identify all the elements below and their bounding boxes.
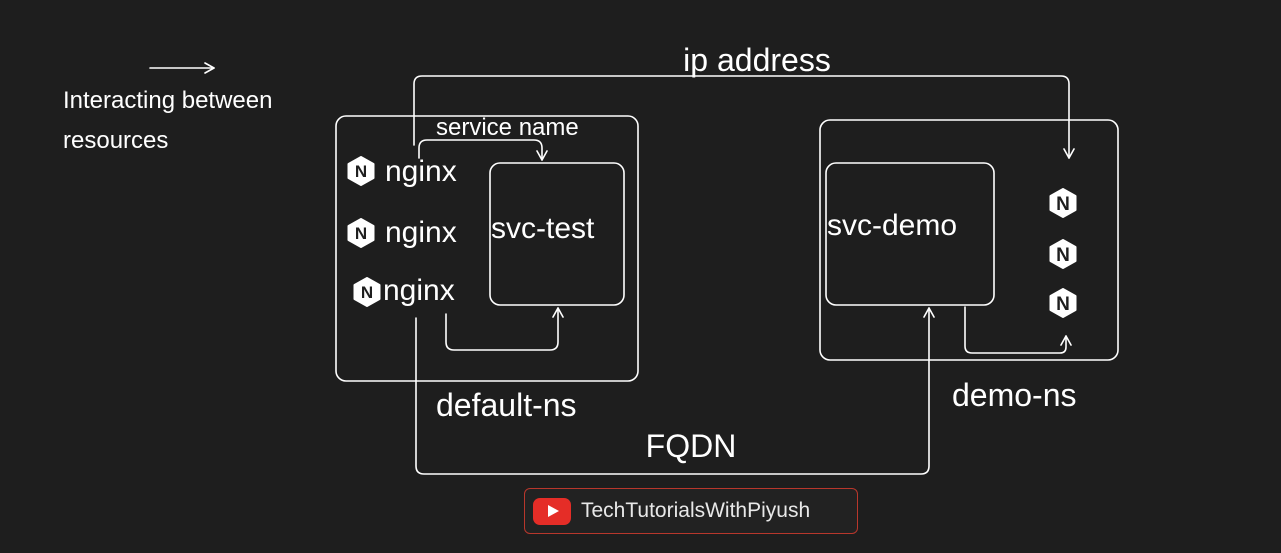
fqdn-connector (415, 307, 935, 475)
youtube-logo-icon (533, 497, 571, 525)
nginx-pod-2: N nginx (347, 216, 457, 249)
nginx-glyph: N (361, 283, 373, 302)
channel-watermark: TechTutorialsWithPiyush (524, 488, 858, 534)
ip-address-connector (413, 75, 1075, 159)
legend-line-1: Interacting between (63, 87, 272, 114)
default-ns-box (335, 115, 639, 382)
demo-nginx-pod-1: N (1049, 188, 1077, 218)
nginx-glyph: N (355, 224, 367, 243)
svc-test-box (489, 162, 625, 306)
nginx-label: nginx (383, 274, 455, 307)
nginx-glyph: N (1056, 245, 1070, 266)
demo-ns-label: demo-ns (952, 377, 1077, 413)
nginx-pod-3: N nginx (353, 274, 455, 307)
channel-name: TechTutorialsWithPiyush (581, 499, 811, 522)
demo-ns-box (819, 119, 1119, 361)
nginx-glyph: N (1056, 294, 1070, 315)
svc-demo-pods-connector (964, 306, 1072, 354)
svc-demo-box (825, 162, 995, 306)
ip-address-label: ip address (683, 42, 831, 78)
legend-line-2: resources (63, 127, 168, 154)
nginx-pod-1: N nginx (347, 155, 457, 188)
nginx-glyph: N (355, 162, 367, 181)
demo-nginx-pod-2: N (1049, 239, 1077, 269)
fqdn-label: FQDN (646, 428, 737, 464)
service-name-connector (418, 139, 548, 161)
svc-test-bottom-connector (445, 307, 564, 351)
nginx-label: nginx (385, 216, 457, 249)
svc-test-label: svc-test (491, 212, 595, 245)
demo-nginx-pod-3: N (1049, 288, 1077, 318)
nginx-glyph: N (1056, 194, 1070, 215)
service-name-label: service name (436, 114, 579, 141)
svc-demo-label: svc-demo (827, 209, 957, 242)
default-ns-label: default-ns (436, 387, 577, 423)
nginx-label: nginx (385, 155, 457, 188)
